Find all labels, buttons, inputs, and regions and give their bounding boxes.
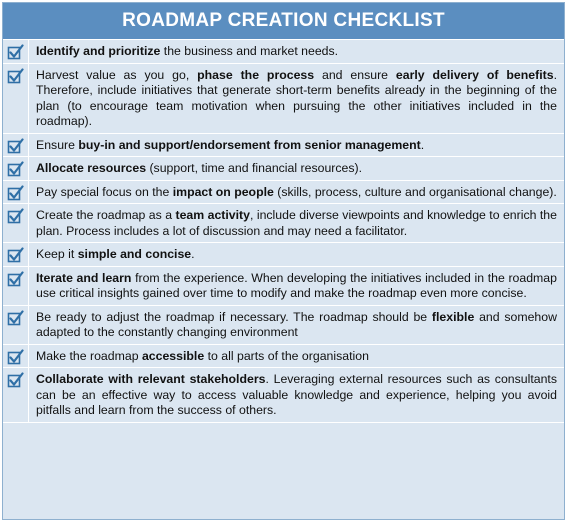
body-text: and ensure <box>314 67 396 82</box>
checkbox-cell <box>3 368 29 422</box>
checklist-item: Pay special focus on the impact on peopl… <box>3 180 564 204</box>
body-text: . <box>191 247 195 261</box>
checkbox-checked-icon <box>7 247 24 263</box>
checkbox-cell <box>3 305 29 344</box>
checkbox-cell <box>3 344 29 367</box>
checklist-item: Allocate resources (support, time and fi… <box>3 157 564 181</box>
checklist-item-text: Collaborate with relevant stakeholders. … <box>29 368 564 422</box>
checklist-item-text: Harvest value as you go, phase the proce… <box>29 64 564 133</box>
checkbox-checked-icon <box>7 44 24 60</box>
body-text: Create the roadmap as a <box>36 208 176 222</box>
body-text: . Leveraging external resources such as … <box>36 372 557 417</box>
body-text: and somehow adapted to the constantly ch… <box>36 309 557 340</box>
emphasis-text: phase the process <box>197 67 315 82</box>
body-text: Keep it <box>36 247 78 261</box>
checklist-item: Ensure buy-in and support/endorsement fr… <box>3 133 564 157</box>
checklist-item-text: Keep it simple and concise. <box>29 243 564 266</box>
checklist-item: Keep it simple and concise. <box>3 243 564 267</box>
checklist-item: Collaborate with relevant stakeholders. … <box>3 368 564 423</box>
body-text: Ensure <box>36 137 79 152</box>
checkbox-checked-icon <box>7 67 24 83</box>
checklist-item-text: Ensure buy-in and support/endorsement fr… <box>29 134 564 157</box>
checklist-item-text: Be ready to adjust the roadmap if necess… <box>29 306 564 344</box>
checklist-item: Harvest value as you go, phase the proce… <box>3 63 564 134</box>
body-text: Pay special focus on the <box>36 184 173 199</box>
emphasis-text: Iterate and learn <box>36 270 132 285</box>
checklist-item-text: Allocate resources (support, time and fi… <box>29 157 564 180</box>
checkbox-cell <box>3 133 29 156</box>
checklist-item: Iterate and learn from the experience. W… <box>3 266 564 306</box>
checkbox-cell <box>3 243 29 266</box>
body-text: (support, time and financial resources). <box>146 161 363 175</box>
checklist-item-text: Pay special focus on the impact on peopl… <box>29 181 564 204</box>
emphasis-text: Identify and prioritize <box>36 44 161 58</box>
checkbox-cell <box>3 40 29 63</box>
checkbox-checked-icon <box>7 309 24 325</box>
emphasis-text: simple and concise <box>77 247 192 261</box>
checklist-item: Identify and prioritize the business and… <box>3 40 564 64</box>
body-text: . Therefore, include initiatives that ge… <box>36 67 557 129</box>
checklist-item-text: Identify and prioritize the business and… <box>29 40 564 63</box>
checkbox-checked-icon <box>7 137 24 153</box>
emphasis-text: Allocate resources <box>36 161 147 175</box>
checklist-item-text: Create the roadmap as a team activity, i… <box>29 204 564 242</box>
checkbox-cell <box>3 180 29 203</box>
checklist-title: ROADMAP CREATION CHECKLIST <box>3 3 564 40</box>
checkbox-checked-icon <box>7 184 24 200</box>
body-text: from the experience. When developing the… <box>36 270 557 301</box>
body-text: , include diverse viewpoints and knowled… <box>36 208 557 238</box>
emphasis-text: impact on people <box>172 184 274 199</box>
emphasis-text: accessible <box>141 348 205 363</box>
checkbox-checked-icon <box>7 348 24 364</box>
emphasis-text: buy-in and support/endorsement from seni… <box>78 137 421 152</box>
checkbox-checked-icon <box>7 161 24 177</box>
body-text: Harvest value as you go, <box>36 67 198 82</box>
body-text: (skills, process, culture and organisati… <box>273 184 557 199</box>
checkbox-cell <box>3 157 29 180</box>
emphasis-text: Collaborate with relevant stakeholders <box>36 372 266 386</box>
checkbox-checked-icon <box>7 372 24 388</box>
body-text: to all parts of the organisation <box>204 348 369 363</box>
checkbox-cell <box>3 204 29 242</box>
checkbox-cell <box>3 63 29 133</box>
emphasis-text: flexible <box>431 309 475 324</box>
checklist-item-text: Iterate and learn from the experience. W… <box>29 267 564 305</box>
checklist-item: Make the roadmap accessible to all parts… <box>3 344 564 368</box>
checklist-item: Create the roadmap as a team activity, i… <box>3 204 564 243</box>
checklist-item-text: Make the roadmap accessible to all parts… <box>29 345 564 368</box>
body-text: Be ready to adjust the roadmap if necess… <box>36 309 432 324</box>
emphasis-text: team activity <box>175 208 250 222</box>
checklist-items: Identify and prioritize the business and… <box>3 40 564 423</box>
emphasis-text: early delivery of benefits <box>395 67 554 82</box>
body-text: . <box>420 137 425 152</box>
checkbox-checked-icon <box>7 208 24 224</box>
checkbox-checked-icon <box>7 270 24 286</box>
body-text: Make the roadmap <box>36 348 142 363</box>
checklist-item: Be ready to adjust the roadmap if necess… <box>3 305 564 345</box>
checkbox-cell <box>3 266 29 305</box>
body-text: the business and market needs. <box>160 44 339 58</box>
